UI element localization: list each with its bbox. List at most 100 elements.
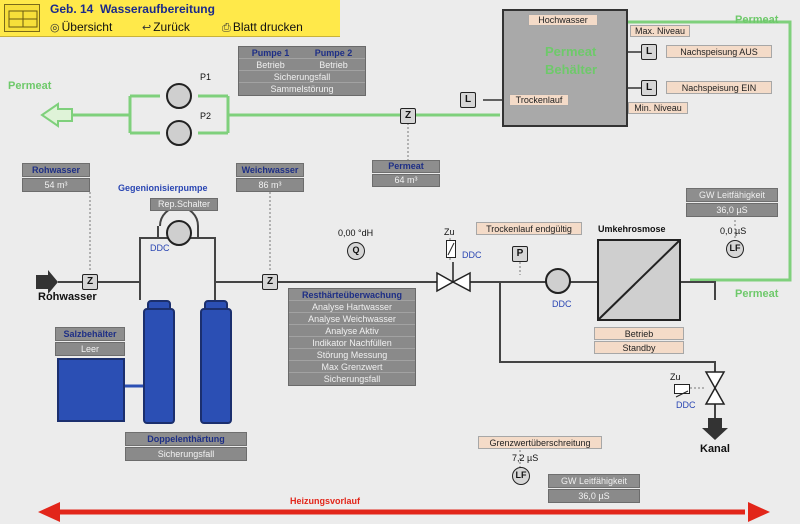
gegenionisier-pump[interactable] [166, 220, 192, 246]
restharte-item: Sicherungsfall [323, 374, 381, 384]
nachspeisung-aus-indicator: Nachspeisung AUS [666, 45, 772, 58]
print-label: Blatt drucken [232, 20, 303, 34]
standby-indicator: Standby [594, 341, 684, 354]
hochwasser-indicator: Hochwasser [528, 14, 598, 26]
permeat-tank[interactable] [502, 9, 628, 127]
gw-leitfaehigkeit-bottom-value: 36,0 µS [548, 489, 640, 503]
rohwasser-value: 54 m³ [22, 178, 90, 192]
doppelenthaertung-title: Doppelenthärtung [125, 432, 247, 446]
back-button[interactable]: ↩Zurück [142, 20, 190, 34]
permeat-left-label: Permeat [8, 80, 52, 92]
betrieb-indicator: Betrieb [594, 327, 684, 340]
permeat-right-top-label: Permeat [735, 14, 779, 26]
gw-leitfaehigkeit-title: GW Leitfähigkeit [686, 188, 778, 202]
canal-zu-label: Zu [670, 372, 681, 382]
restharte-panel: Resthärteüberwachung Analyse Hartwasser … [288, 288, 416, 386]
gw-leitfaehigkeit-bottom-title: GW Leitfähigkeit [548, 474, 640, 488]
zu-label: Zu [444, 227, 455, 237]
conductivity-sensor-right-icon[interactable]: LF [726, 240, 744, 258]
overview-icon: ◎ [50, 22, 60, 34]
rep-schalter-indicator: Rep.Schalter [150, 198, 218, 211]
permeat-tank-title-1: Permeat [545, 44, 597, 59]
rohwasser-inlet-arrow [36, 270, 58, 294]
heating-left-arrow [38, 502, 60, 522]
level-sensor-icon[interactable]: L [460, 92, 476, 108]
ro-pump[interactable] [545, 268, 571, 294]
overview-label: Übersicht [61, 20, 113, 34]
permeat-meter-title: Permeat [372, 160, 440, 173]
max-niveau-indicator: Max. Niveau [630, 25, 690, 37]
restharte-title: Resthärteüberwachung [289, 289, 415, 301]
trockenlauf-indicator: Trockenlauf [509, 94, 569, 106]
min-niveau-indicator: Min. Niveau [628, 102, 688, 114]
kanal-label: Kanal [700, 443, 730, 455]
page-title: Geb. 14 Wasseraufbereitung [50, 2, 215, 16]
nachspeisung-ein-indicator: Nachspeisung EIN [666, 81, 772, 94]
back-label: Zurück [153, 20, 190, 34]
rohwasser-title: Rohwasser [22, 163, 90, 177]
salzbehaelter-title: Salzbehälter [55, 327, 125, 341]
weichwasser-flow-meter[interactable]: Z [262, 274, 278, 290]
restharte-item: Max Grenzwert [289, 361, 415, 373]
restharte-item: Analyse Weichwasser [289, 313, 415, 325]
weichwasser-value: 86 m³ [236, 178, 304, 192]
heating-right-arrow [748, 502, 770, 522]
pump1-header: Pumpe 1 [251, 48, 290, 58]
pump-p1[interactable] [166, 83, 192, 109]
overview-button[interactable]: ◎Übersicht [50, 20, 112, 34]
rohwasser-inlet-label: Rohwasser [38, 291, 97, 303]
salt-tank[interactable] [57, 358, 125, 422]
salzbehaelter-value: Leer [55, 342, 125, 356]
canal-valve-actuator-icon[interactable] [674, 384, 690, 398]
permeat-flow-meter[interactable]: Z [400, 108, 416, 124]
softener-column-1[interactable] [143, 308, 175, 424]
p2-label: P2 [200, 111, 212, 121]
pumps-sicherungsfall: Sicherungsfall [239, 71, 365, 83]
weichwasser-title: Weichwasser [236, 163, 304, 177]
restharte-item: Analyse Aktiv [289, 325, 415, 337]
menu-bar [0, 0, 340, 37]
permeat-right-bottom-label: Permeat [735, 288, 779, 300]
grenzwert-indicator: Grenzwertüberschreitung [478, 436, 602, 449]
valve-ddc-label: DDC [462, 250, 482, 260]
doppelenthaertung-value: Sicherungsfall [125, 447, 247, 461]
ro-pump-ddc-label: DDC [552, 299, 572, 309]
print-icon: ⎙ [222, 22, 231, 34]
umkehrosmose-label: Umkehrosmose [598, 224, 666, 234]
print-button[interactable]: ⎙Blatt drucken [222, 20, 303, 35]
gegenionisier-ddc-label: DDC [150, 243, 170, 253]
level-min-icon[interactable]: L [641, 80, 657, 96]
conductivity-value-right: 0,0 µS [720, 226, 747, 236]
restharte-item: Störung Messung [289, 349, 415, 361]
gw-leitfaehigkeit-value: 36,0 µS [686, 203, 778, 217]
restharte-item: Indikator Nachfüllen [289, 337, 415, 349]
kanal-drain-arrow [702, 418, 728, 440]
softener-head-2 [204, 300, 228, 310]
valve-actuator-icon[interactable] [446, 240, 456, 258]
restharte-item: Analyse Hartwasser [289, 301, 415, 313]
permeat-outlet-arrow [40, 102, 73, 128]
canal-ddc-label: DDC [676, 400, 696, 410]
level-max-icon[interactable]: L [641, 44, 657, 60]
gegenionisierpumpe-label: Gegenionisierpumpe [118, 183, 208, 193]
building-logo-icon [4, 4, 40, 32]
rohwasser-flow-meter[interactable]: Z [82, 274, 98, 290]
pumps-status-table: Pumpe 1 Pumpe 2 Betrieb Betrieb Sicherun… [238, 46, 366, 96]
hardness-sensor-icon[interactable]: Q [347, 242, 365, 260]
pumps-sammelstoerung: Sammelstörung [270, 84, 334, 94]
conductivity-value-bottom: 7,2 µS [512, 453, 539, 463]
conductivity-sensor-bottom-icon[interactable]: LF [512, 467, 530, 485]
back-icon: ↩ [142, 22, 152, 34]
pump-p2[interactable] [166, 120, 192, 146]
softener-head-1 [147, 300, 171, 310]
pump1-status: Betrieb [256, 60, 285, 70]
p1-label: P1 [200, 72, 212, 82]
permeat-tank-title-2: Behälter [545, 62, 598, 77]
trockenlauf-endgueltig-indicator: Trockenlauf endgültig [476, 222, 582, 235]
softener-column-2[interactable] [200, 308, 232, 424]
pressure-sensor-icon[interactable]: P [512, 246, 528, 262]
permeat-meter-value: 64 m³ [372, 174, 440, 187]
pump2-header: Pumpe 2 [314, 48, 353, 58]
